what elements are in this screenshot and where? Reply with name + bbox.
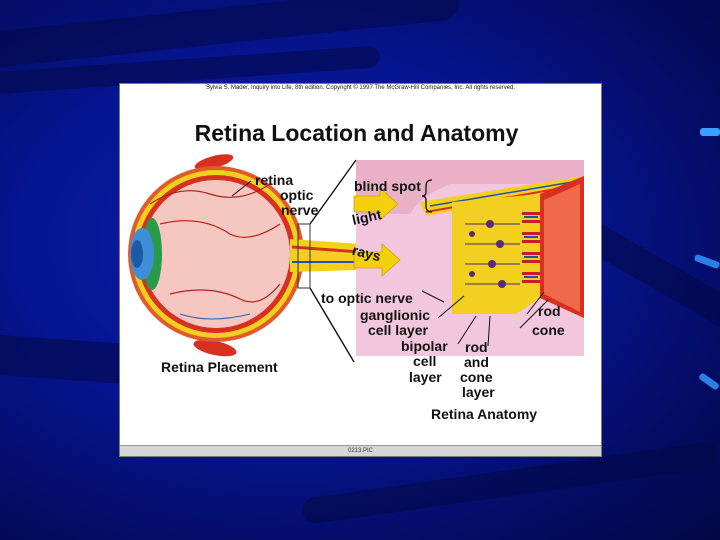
label-cone: cone [532,323,565,338]
label-to-optic-nerve: to optic nerve [321,291,413,306]
label-bipolar-layer: layer [409,370,442,385]
cyan-accent-mark [698,372,720,390]
label-optic: optic [280,188,313,203]
cyan-accent-mark [700,128,720,136]
label-blind-spot: blind spot [354,179,421,194]
label-cell-layer: cell layer [368,323,428,338]
figure-footer: 0213.PIC [120,445,601,456]
slide-figure: Sylvia S. Mader, Inquiry into Life, 8th … [119,83,602,457]
cyan-accent-mark [694,254,720,269]
eye-cross-section [128,151,360,359]
label-retina-placement: Retina Placement [161,360,278,375]
label-rod: rod [538,304,561,319]
label-bipolar: bipolar [401,339,448,354]
label-rod-and-cone-and: and [464,355,489,370]
label-retina-anatomy: Retina Anatomy [431,407,537,422]
label-ganglionic: ganglionic [360,308,430,323]
retina-illustration [120,84,602,457]
label-cell: cell [413,354,436,369]
label-retina: retina [255,173,293,188]
label-nerve: nerve [281,203,318,218]
label-rod-and-cone-layer: layer [462,385,495,400]
label-rod-and-cone-rod: rod [465,340,488,355]
label-rod-and-cone-cone: cone [460,370,493,385]
